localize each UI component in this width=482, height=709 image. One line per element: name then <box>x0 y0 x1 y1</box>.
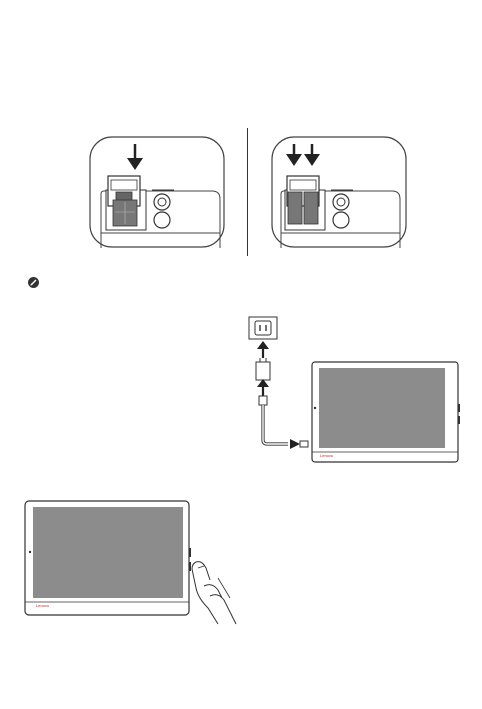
note-pencil-icon <box>28 277 39 288</box>
svg-text:Lenovo: Lenovo <box>36 603 50 608</box>
figure-divider <box>247 128 248 256</box>
power-on-figure: Lenovo <box>24 498 238 626</box>
svg-text:Lenovo: Lenovo <box>320 453 334 458</box>
charging-figure: Lenovo <box>240 316 462 466</box>
sim-single-figure <box>89 136 225 248</box>
sim-dual-figure <box>271 136 407 248</box>
